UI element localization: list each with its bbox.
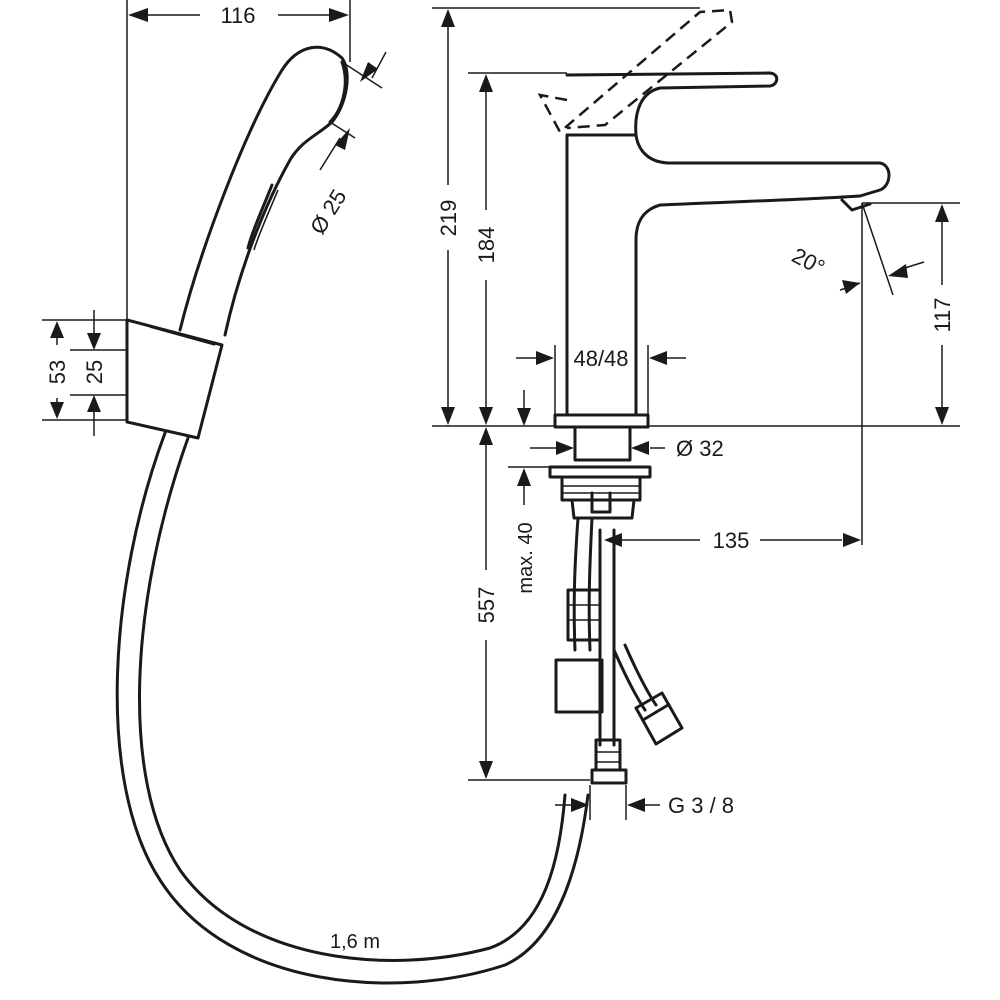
label-53: 53 (45, 360, 70, 384)
label-25: 25 (82, 360, 107, 384)
mounting-hardware (548, 426, 652, 520)
label-hose-length: 1,6 m (330, 931, 380, 953)
label-557: 557 (474, 587, 499, 624)
label-max-40: max. 40 (515, 522, 537, 593)
faucet (537, 8, 891, 429)
dimension-lines (42, 0, 960, 820)
label-219: 219 (436, 200, 461, 237)
label-135: 135 (713, 528, 750, 553)
shower-hose (115, 431, 590, 985)
label-116: 116 (220, 3, 255, 28)
label-117: 117 (930, 297, 955, 332)
label-184: 184 (474, 227, 499, 264)
label-g-3-8: G 3 / 8 (668, 793, 734, 818)
supply-hoses (554, 516, 684, 785)
label-diameter-32: Ø 32 (676, 436, 724, 461)
dimension-labels: 116 Ø 25 53 25 219 184 117 20° 48/48 Ø 3… (45, 3, 955, 953)
label-spray-diameter: Ø 25 (305, 185, 351, 239)
shower-holder (125, 318, 224, 440)
label-48-48: 48/48 (573, 346, 628, 371)
label-20-degrees: 20° (788, 243, 829, 281)
hand-shower (178, 45, 349, 337)
